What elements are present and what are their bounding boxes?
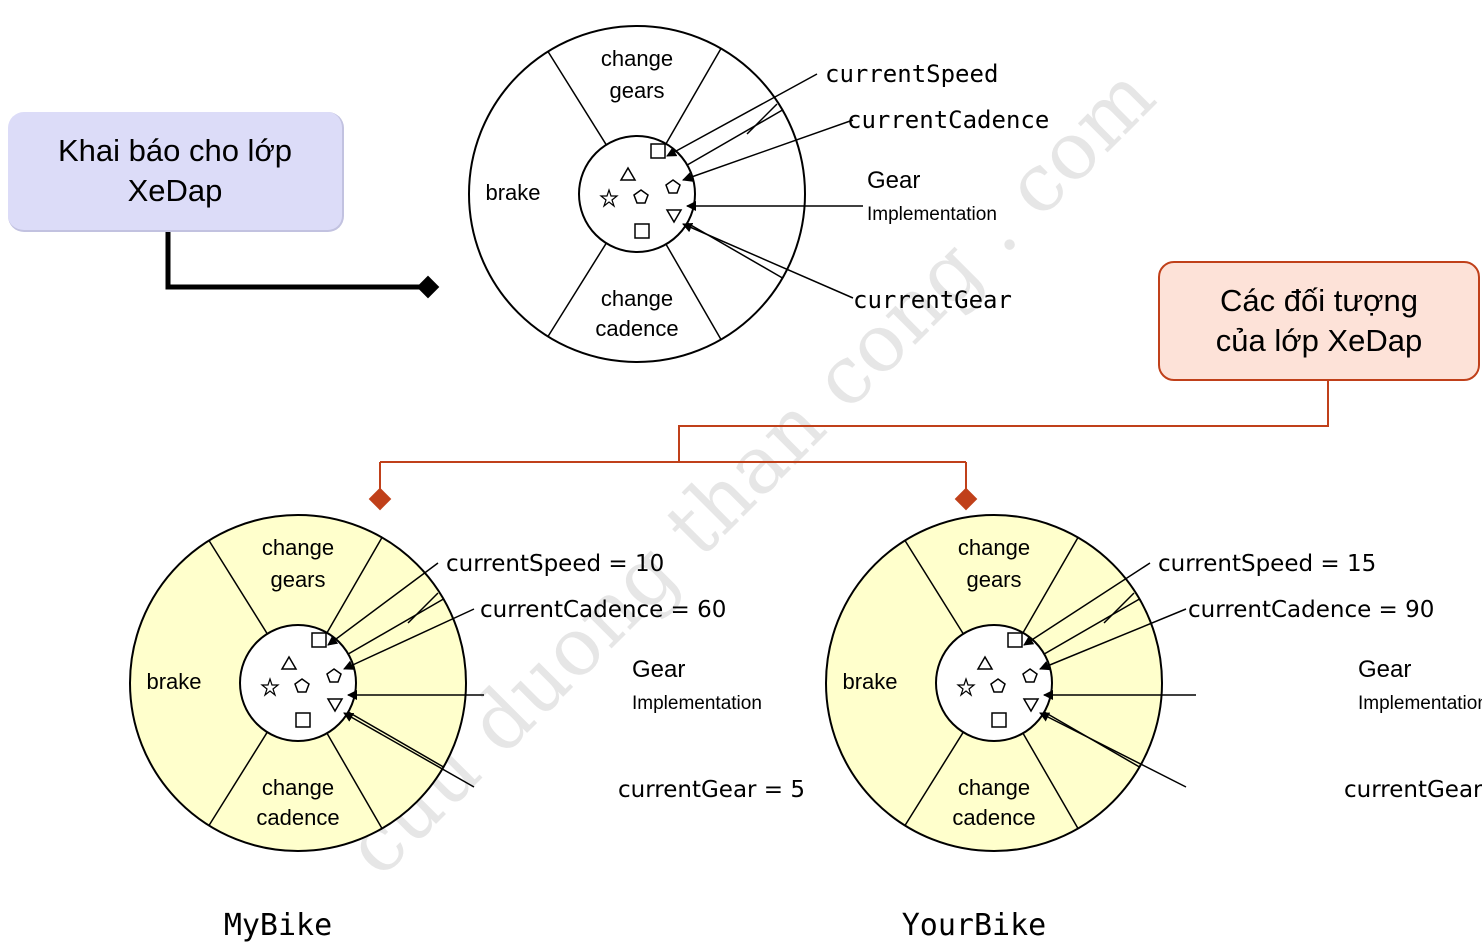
down-triangle-icon xyxy=(1022,698,1040,713)
mybike-name: MyBike xyxy=(224,908,332,943)
bike-inner-circle xyxy=(935,624,1053,742)
label-gear: Gear xyxy=(632,656,685,683)
segment-bottom-line2: cadence xyxy=(952,805,1035,830)
yourbike-name: YourBike xyxy=(902,908,1047,943)
triangle-icon xyxy=(280,655,298,670)
label-gear: Gear xyxy=(867,167,920,194)
down-triangle-icon xyxy=(665,209,683,224)
label-current-speed: currentSpeed = 15 xyxy=(1158,551,1376,577)
cadence-arrow xyxy=(682,119,854,182)
bike-divider xyxy=(746,103,778,135)
star-icon xyxy=(956,677,976,697)
square-icon xyxy=(311,632,327,648)
bike-divider xyxy=(407,592,439,624)
label-current-gear: currentGear = 2 xyxy=(1344,777,1482,803)
triangle-icon xyxy=(619,166,637,181)
segment-top-line2: gears xyxy=(270,567,325,592)
gear-arrow xyxy=(682,223,854,299)
label-current-gear: currentGear = 5 xyxy=(618,777,805,803)
segment-top-line1: change xyxy=(958,535,1030,560)
object-yourbike-diagram: change gears brake change cadence currentSpee… xyxy=(825,514,1482,852)
segment-top-line1: change xyxy=(601,46,673,71)
bike-divider xyxy=(1103,592,1135,624)
objects-callout-connector xyxy=(368,381,1329,511)
pentagon-icon xyxy=(326,668,342,683)
segment-bottom-line2: cadence xyxy=(256,805,339,830)
speed-arrow xyxy=(1023,562,1151,646)
label-current-speed: currentSpeed xyxy=(825,60,998,88)
pentagon-icon xyxy=(1022,668,1038,683)
label-implementation: Implementation xyxy=(632,693,762,714)
segment-bottom-line1: change xyxy=(958,775,1030,800)
pentagon-icon xyxy=(665,179,681,194)
segment-left: brake xyxy=(485,180,540,205)
label-current-cadence: currentCadence = 60 xyxy=(480,597,726,623)
label-current-cadence: currentCadence = 90 xyxy=(1188,597,1434,623)
segment-top-line2: gears xyxy=(966,567,1021,592)
label-implementation: Implementation xyxy=(867,204,997,225)
object-mybike-diagram: change gears brake change cadence currentSpee… xyxy=(129,514,805,852)
pentagon-icon xyxy=(990,678,1006,693)
star-icon xyxy=(599,188,619,208)
square-icon xyxy=(991,712,1007,728)
class-declaration-callout: Khai báo cho lớp XeDap xyxy=(8,112,344,232)
square-icon xyxy=(650,143,666,159)
class-declaration-text: Khai báo cho lớp XeDap xyxy=(57,133,293,208)
bike-inner-circle xyxy=(239,624,357,742)
label-current-speed: currentSpeed = 10 xyxy=(446,551,664,577)
label-implementation: Implementation xyxy=(1358,693,1482,714)
triangle-icon xyxy=(976,655,994,670)
label-current-gear: currentGear xyxy=(853,286,1012,314)
speed-arrow xyxy=(666,73,818,157)
segment-bottom-line1: change xyxy=(262,775,334,800)
label-current-cadence: currentCadence xyxy=(847,106,1049,134)
segment-top-line1: change xyxy=(262,535,334,560)
class-callout-connector xyxy=(165,232,440,299)
label-gear: Gear xyxy=(1358,656,1411,683)
segment-left: brake xyxy=(146,669,201,694)
cadence-arrow xyxy=(1039,608,1187,671)
segment-left: brake xyxy=(842,669,897,694)
class-xedap-diagram: change gears brake change cadence currentSpee… xyxy=(468,25,1049,363)
segment-bottom-line1: change xyxy=(601,286,673,311)
pentagon-icon xyxy=(633,189,649,204)
square-icon xyxy=(295,712,311,728)
cadence-arrow xyxy=(343,608,475,670)
objects-callout: Các đối tượng của lớp XeDap xyxy=(1158,261,1480,381)
segment-bottom-line2: cadence xyxy=(595,316,678,341)
square-icon xyxy=(634,223,650,239)
square-icon xyxy=(1007,632,1023,648)
objects-callout-text: Các đối tượng của lớp XeDap xyxy=(1215,283,1423,358)
speed-arrow xyxy=(327,562,439,646)
gear-arrow xyxy=(1039,712,1187,788)
star-icon xyxy=(260,677,280,697)
gear-arrow xyxy=(343,712,475,788)
bike-inner-circle xyxy=(578,135,696,253)
pentagon-icon xyxy=(294,678,310,693)
down-triangle-icon xyxy=(326,698,344,713)
segment-top-line2: gears xyxy=(609,78,664,103)
